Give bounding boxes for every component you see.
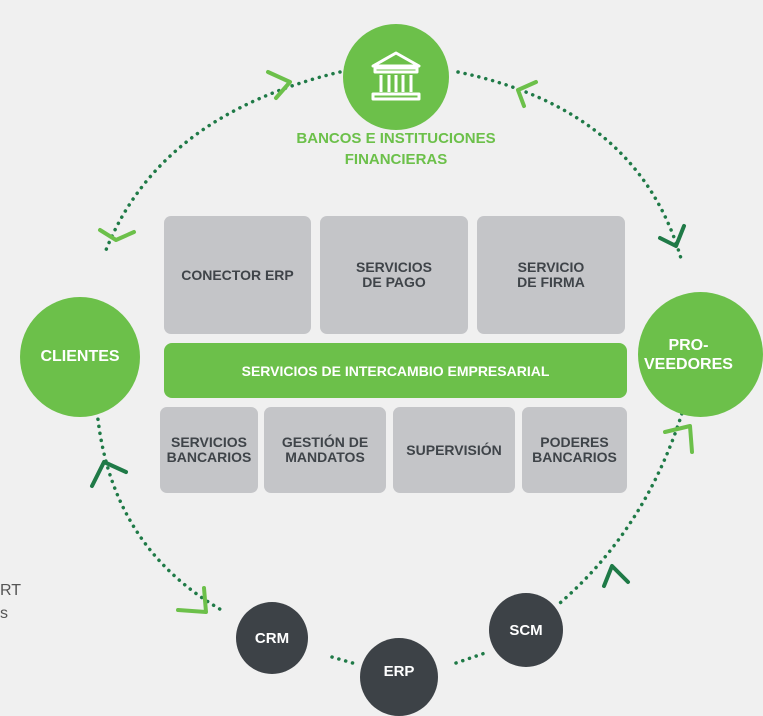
cropped-text-line-1: RT [0,582,22,599]
erp-connector-box[interactable]: CONECTOR ERP [164,216,311,334]
clients-node[interactable]: CLIENTES [20,297,140,417]
connector-banks-suppliers [456,70,684,264]
supervision-box[interactable]: SUPERVISIÓN [393,407,515,493]
mandate-management-box[interactable]: GESTIÓN DE MANDATOS [264,407,386,493]
connector-crm-erp [330,655,358,666]
arrowhead-icon [90,460,128,488]
signature-service-box[interactable]: SERVICIO DE FIRMA [477,216,625,334]
connector-banks-clients [104,70,342,252]
clients-label: CLIENTES [40,348,120,365]
scm-label: SCM [509,621,543,639]
crm-label: CRM [254,629,290,647]
arrowhead-icon [658,224,686,248]
crm-node[interactable]: CRM [236,602,308,674]
arrowhead-icon [663,424,694,454]
business-exchange-services-bar[interactable]: SERVICIOS DE INTERCAMBIO EMPRESARIAL [164,343,627,398]
arrowhead-icon [176,586,208,614]
cropped-text-line-2: s [0,605,8,622]
erp-label: ERP [383,662,415,680]
banking-services-box[interactable]: SERVICIOS BANCARIOS [160,407,258,493]
banks-node[interactable] [343,24,449,130]
banks-label: BANCOS E INSTITUCIONES FINANCIERAS [296,130,496,168]
bank-building-icon [371,51,421,101]
suppliers-node[interactable]: PRO- VEEDORES [638,292,763,417]
scm-node[interactable]: SCM [489,593,563,667]
connector-clients-crm [94,396,227,614]
connector-suppliers-scm [558,398,688,605]
payment-services-box[interactable]: SERVICIOS DE PAGO [320,216,468,334]
arrowhead-icon [602,564,630,588]
suppliers-label: PRO- VEEDORES [644,336,733,373]
arrowhead-icon [266,70,292,100]
banking-powers-box[interactable]: PODERES BANCARIOS [522,407,627,493]
arrowhead-icon [98,228,136,242]
arrowhead-icon [516,80,538,108]
connector-erp-scm [454,650,490,665]
erp-node[interactable]: ERP [360,638,438,716]
